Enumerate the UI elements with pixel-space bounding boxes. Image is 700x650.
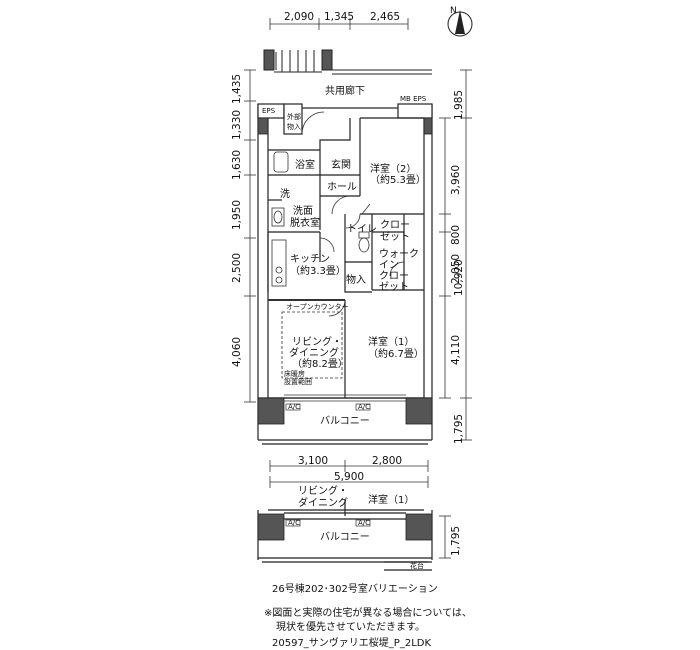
left-dim-4: 1,950 bbox=[231, 200, 243, 230]
variation-columns bbox=[257, 513, 433, 541]
caption: 26号棟202･302号室バリエーション bbox=[272, 582, 438, 595]
bottom-dim-1: 3,100 bbox=[298, 455, 328, 467]
bath-label: 浴室 bbox=[295, 158, 315, 171]
living-label-1: リビング・ bbox=[292, 335, 342, 348]
top-dim-2: 1,345 bbox=[324, 11, 354, 23]
hall-label: ホール bbox=[327, 181, 357, 193]
walkin-label-2: イン bbox=[379, 260, 399, 271]
variation-balcony: バルコニー bbox=[320, 531, 370, 543]
right-dimension-lines bbox=[439, 69, 472, 441]
columns bbox=[257, 117, 433, 425]
entrance-alcove bbox=[263, 49, 432, 75]
north-label: N bbox=[450, 6, 457, 16]
variation-ac-1: A/C bbox=[288, 519, 300, 527]
closet-label-2: ゼット bbox=[380, 231, 410, 243]
gaibu-label-1: 外部 bbox=[287, 112, 301, 121]
note-line-2: 現状を優先させていただきます。 bbox=[276, 620, 425, 633]
left-dim-5: 2,500 bbox=[231, 253, 243, 283]
walkin-label-3: クロー bbox=[379, 270, 409, 282]
right-dim-1: 1,985 bbox=[453, 90, 465, 120]
walkin-label-1: ウォーク bbox=[379, 248, 419, 260]
kitchen-size: （約3.3畳） bbox=[290, 264, 346, 277]
kitchen-label: キッチン bbox=[290, 253, 330, 265]
closet-label-1: クロー bbox=[380, 219, 410, 231]
door-swings bbox=[301, 111, 405, 317]
laundry-label: 洗 bbox=[280, 188, 290, 200]
floor-heating-2: 設置範囲 bbox=[284, 377, 312, 386]
ac-markers bbox=[285, 403, 371, 411]
note-line-1: ※図面と実際の住宅が異なる場合については、 bbox=[264, 606, 472, 619]
top-dimension-line bbox=[269, 18, 409, 30]
western2-size: （約5.3畳） bbox=[370, 173, 426, 186]
counter-label: オープンカウンター bbox=[286, 302, 349, 311]
left-dimension-line bbox=[244, 69, 256, 403]
bottom-dim-total: 5,900 bbox=[334, 471, 364, 483]
left-dim-1: 1,435 bbox=[231, 74, 243, 104]
right-dim-2: 3,960 bbox=[450, 165, 462, 195]
variation-planter: 花台 bbox=[410, 561, 424, 570]
floor-heating-1: 床暖房 bbox=[284, 369, 305, 378]
mb-eps-label: MB EPS bbox=[400, 95, 427, 103]
living-size: （約8.2畳） bbox=[292, 357, 348, 370]
bottom-dimension-lines bbox=[269, 460, 429, 488]
toilet-label: トイレ bbox=[347, 224, 377, 235]
corridor-label: 共用廊下 bbox=[325, 84, 365, 97]
left-dim-3: 1,630 bbox=[231, 150, 243, 180]
eps-label: EPS bbox=[262, 107, 276, 115]
footer: 20597_サンヴァリエ桜堤_P_2LDK bbox=[272, 636, 431, 649]
dressing-label-1: 洗面 bbox=[293, 205, 313, 217]
western1-size: （約6.7畳） bbox=[368, 347, 424, 360]
variation-dimension-line bbox=[439, 515, 451, 559]
bottom-dim-2: 2,800 bbox=[372, 455, 402, 467]
balcony-label: バルコニー bbox=[320, 415, 370, 427]
living-label-2: ダイニング bbox=[289, 346, 339, 359]
western1-label: 洋室（1） bbox=[368, 335, 414, 348]
storage-label: 物入 bbox=[346, 273, 366, 286]
top-dim-1: 2,090 bbox=[284, 11, 314, 23]
variation-living-2: ダイニング bbox=[298, 496, 348, 509]
western2-label: 洋室（2） bbox=[370, 162, 416, 175]
north-arrow-icon: N bbox=[447, 6, 473, 37]
right-dim-total: 10,920 bbox=[453, 259, 465, 296]
top-dim-3: 2,465 bbox=[370, 11, 400, 23]
variation-ac-2: A/C bbox=[358, 519, 370, 527]
right-dim-5: 4,110 bbox=[450, 335, 462, 365]
variation-western1: 洋室（1） bbox=[368, 493, 414, 506]
walkin-label-4: ゼット bbox=[379, 281, 409, 293]
right-dim-6: 1,795 bbox=[453, 414, 465, 444]
ac-label-2: A/C bbox=[358, 403, 370, 411]
variation-living-1: リビング・ bbox=[298, 484, 348, 497]
gaibu-label-2: 物入 bbox=[287, 122, 301, 131]
unit-walls bbox=[257, 103, 433, 445]
variation-walls bbox=[257, 500, 433, 571]
variation-ac-markers bbox=[285, 519, 371, 527]
left-dim-6: 4,060 bbox=[231, 337, 243, 367]
right-dim-4: 2,050 bbox=[450, 254, 462, 284]
entrance-label: 玄関 bbox=[331, 158, 351, 171]
dressing-label-2: 脱衣室 bbox=[290, 216, 320, 229]
left-dim-2: 1,330 bbox=[231, 110, 243, 140]
right-dim-3: 800 bbox=[450, 225, 462, 245]
fixtures bbox=[268, 151, 370, 379]
ac-label-1: A/C bbox=[288, 403, 300, 411]
windows bbox=[284, 394, 406, 402]
variation-dim: 1,795 bbox=[450, 526, 462, 556]
